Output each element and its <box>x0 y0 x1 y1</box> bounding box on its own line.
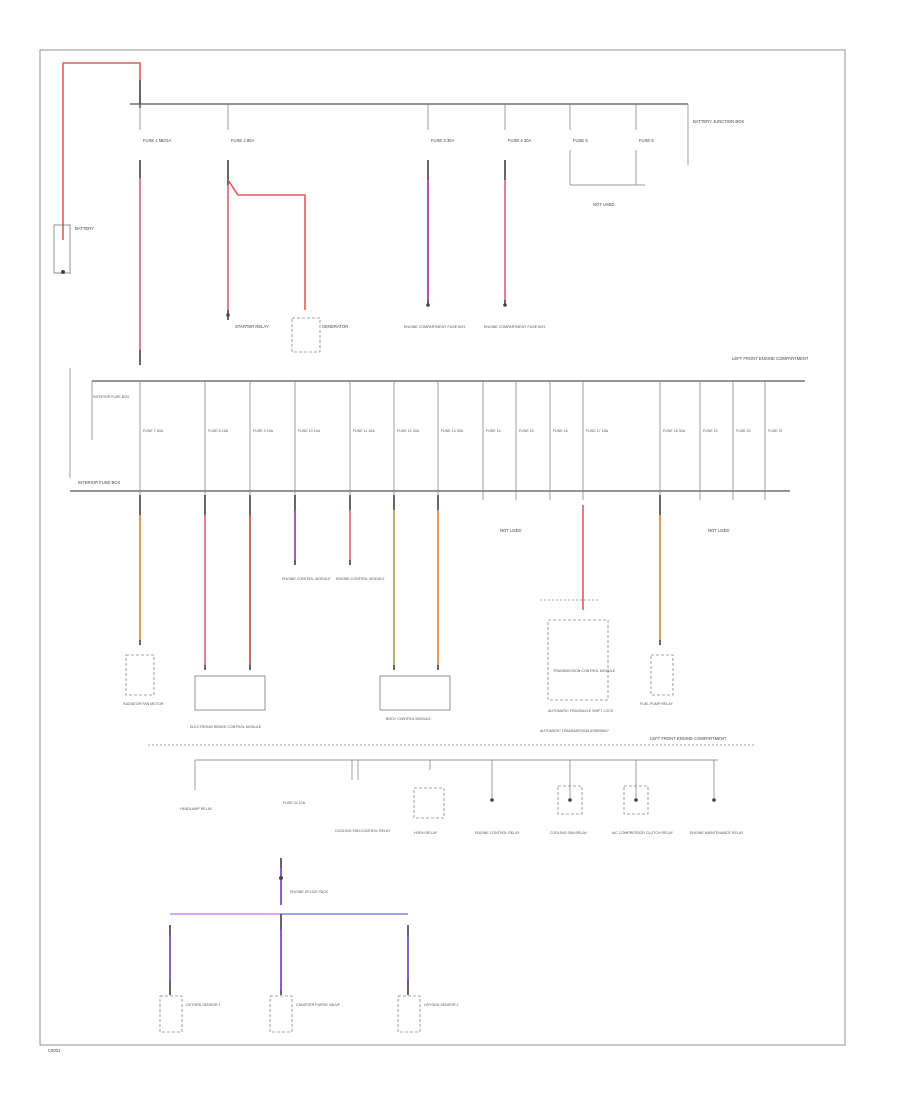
diagram-frame <box>39 49 846 1046</box>
cooling-fan-relay-label: COOLING FAN RELAY <box>550 831 588 835</box>
main-fuse-label: FUSE 9 10A <box>253 429 274 433</box>
generator-box <box>291 317 321 353</box>
main-fuse-label: FUSE 11 10A <box>353 429 375 433</box>
ecm-label-a: ENGINE CONTROL MODULE <box>282 577 331 581</box>
horn-relay-box <box>413 787 445 819</box>
row1-not-used-b: NOT USED <box>708 528 730 533</box>
o2-sensor-1-label: OXYGEN SENSOR 1 <box>186 1003 221 1007</box>
battery-section: BATTERY BATTERY JUNCTION BOX <box>53 62 744 274</box>
body-control-label: BODY CONTROL MODULE <box>386 717 432 721</box>
battery-label: BATTERY <box>75 226 94 231</box>
interior-fuse-box-label: INTERIOR FUSE BOX <box>78 480 121 485</box>
bottom-splice: ENGINE SPLICE PACK OXYGEN SENSOR 1 CANIS… <box>159 858 459 1033</box>
transmission-box <box>547 619 609 701</box>
left-front-label: LEFT FRONT ENGINE COMPARTMENT <box>732 356 809 361</box>
main-fuse-label: FUSE 15 <box>519 429 534 433</box>
o2-sensor-2-box <box>397 995 421 1033</box>
engine-maint-label: ENGINE MAINTENANCE RELAY <box>690 831 744 835</box>
main-fuse-label: FUSE 21 <box>768 429 783 433</box>
transmission-sub-label: AUTOMATIC TRANSMISSION ASSEMBLY <box>540 729 610 733</box>
o2-sensor-1-box <box>159 995 183 1033</box>
cooling-relay-box <box>557 785 583 815</box>
brake-module-label: ELECTRONIC BRAKE CONTROL MODULE <box>190 725 262 729</box>
main-fuse-label: FUSE 18 30A <box>663 429 686 433</box>
battery-symbol <box>53 224 71 274</box>
row1-loads: RADIATOR FAN MOTOR ELECTRONIC BRAKE CONT… <box>123 577 673 733</box>
row2-header-label: LEFT FRONT ENGINE COMPARTMENT <box>650 736 727 741</box>
body-control-box <box>379 675 451 711</box>
main-fuse-label: FUSE 16 <box>553 429 568 433</box>
ac-relay-box <box>623 785 649 815</box>
main-fuse-label: FUSE 7 30A <box>143 429 164 433</box>
fuse-22-label: FUSE 22 10A <box>283 801 306 805</box>
fuse-6-label: FUSE 6 <box>639 138 654 143</box>
interior-fuse-box: LEFT FRONT ENGINE COMPARTMENT INTERIOR F… <box>69 356 809 492</box>
load-label-fuse3: ENGINE COMPARTMENT FUSE BOX <box>404 325 466 329</box>
top-wires: STARTER RELAY GENERATOR ENGINE COMPARTME… <box>139 160 546 365</box>
main-fuse-label: FUSE 8 15A <box>208 429 229 433</box>
ecm-label-b: ENGINE CONTROL MODULE <box>336 577 385 581</box>
fuse-3-label: FUSE 3 30A <box>431 138 454 143</box>
engine-relay-label: ENGINE CONTROL RELAY <box>475 831 520 835</box>
radiator-fan-label: RADIATOR FAN MOTOR <box>123 702 164 706</box>
main-fuse-label: FUSE 19 <box>703 429 718 433</box>
load-label-fuse4: ENGINE COMPARTMENT FUSE BOX <box>484 325 546 329</box>
battery-positive-wire <box>62 62 141 240</box>
main-fuse-label: FUSE 12 30A <box>397 429 420 433</box>
cooling-control-label: COOLING FAN CONTROL RELAY <box>335 829 391 833</box>
top-fuse-row: FUSE 1 MEGA FUSE 2 80A FUSE 3 30A FUSE 4… <box>139 104 654 207</box>
generator-label: GENERATOR <box>322 324 348 329</box>
row1-wires: NOT USED NOT USED <box>139 495 730 670</box>
fuse-5-label: FUSE 5 <box>573 138 588 143</box>
main-fuse-label: FUSE 20 <box>736 429 751 433</box>
ac-relay-label: A/C COMPRESSOR CLUTCH RELAY <box>612 831 674 835</box>
fuse-1-label: FUSE 1 MEGA <box>143 138 171 143</box>
starter-relay-label: STARTER RELAY <box>235 324 269 329</box>
fuse-2-label: FUSE 2 80A <box>231 138 254 143</box>
main-fuse-label: FUSE 13 30A <box>441 429 464 433</box>
horn-relay-label: HORN RELAY <box>414 831 438 835</box>
fuel-pump-box <box>650 654 674 696</box>
fuel-pump-label: FUEL PUMP RELAY <box>640 702 673 706</box>
row1-not-used-a: NOT USED <box>500 528 522 533</box>
main-fuse-label: FUSE 10 10A <box>298 429 321 433</box>
fuse-box-side-label: INTERIOR FUSE BOX <box>93 395 130 399</box>
purge-valve-label: CANISTER PURGE VALVE <box>296 1003 341 1007</box>
main-fuse-label: FUSE 14 <box>486 429 501 433</box>
row2: LEFT FRONT ENGINE COMPARTMENT HEADLAMP R… <box>148 736 755 835</box>
o2-sensor-2-label: OXYGEN SENSOR 2 <box>424 1003 459 1007</box>
footer-id: C0001 <box>48 1048 61 1053</box>
brake-module-box <box>194 675 266 711</box>
transmission-shift-label: AUTOMATIC TRANSAXLE SHIFT LOCK <box>548 709 614 713</box>
splice-pack-label: ENGINE SPLICE PACK <box>290 890 329 894</box>
main-fuse-row: FUSE 7 30A FUSE 8 15A FUSE 9 10A FUSE 10 10… <box>139 381 783 500</box>
fuse-4-label: FUSE 4 30A <box>508 138 531 143</box>
main-fuse-label: FUSE 17 15A <box>586 429 609 433</box>
headlamp-relay-label: HEADLAMP RELAY <box>180 807 213 811</box>
purge-valve-box <box>269 995 293 1033</box>
battery-junction-label: BATTERY JUNCTION BOX <box>693 119 744 124</box>
radiator-fan-box <box>125 654 155 696</box>
top-not-used-label: NOT USED <box>593 202 615 207</box>
transmission-module-label: TRANSMISSION CONTROL MODULE <box>553 669 616 673</box>
